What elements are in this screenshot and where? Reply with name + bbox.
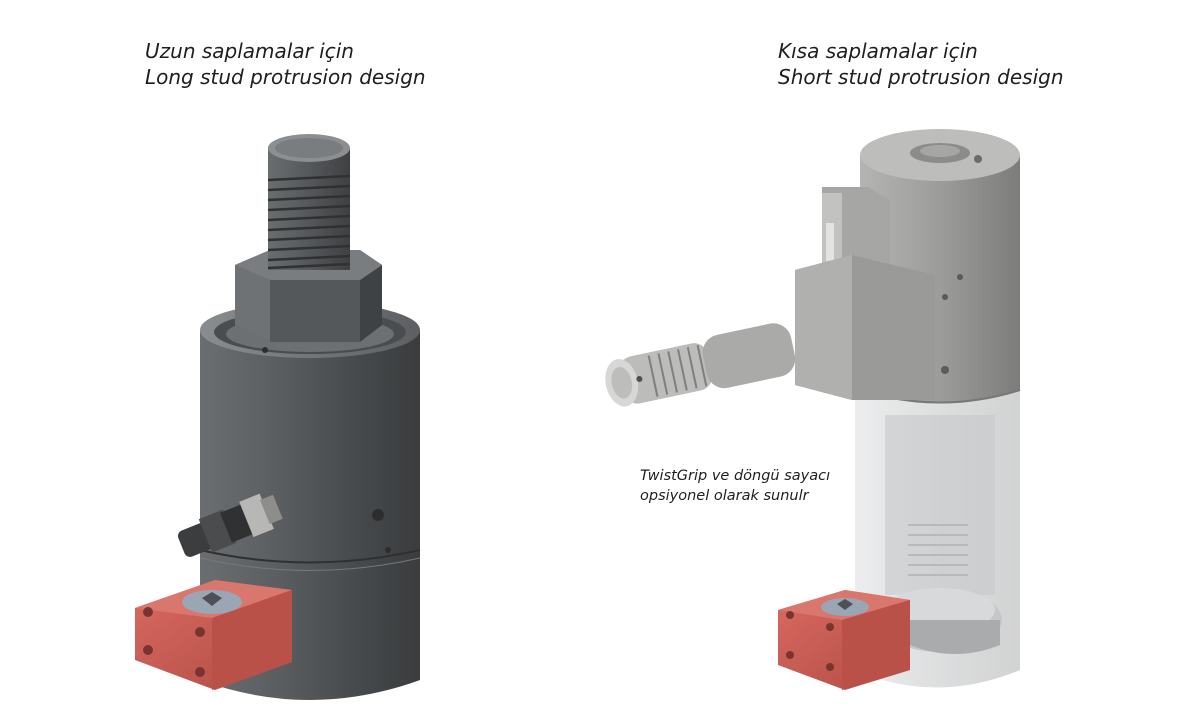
short-stud-caption: Kısa saplamalar için Short stud protrusi… [778, 38, 1064, 90]
short-stud-tensioner-image [605, 129, 1021, 690]
short-stud-caption-en: Short stud protrusion design [778, 65, 1064, 89]
twistgrip-note-line1: TwistGrip ve döngü sayacı [640, 468, 831, 484]
twistgrip-note: TwistGrip ve döngü sayacı opsiyonel olar… [640, 466, 830, 506]
twistgrip-note-line2: opsiyonel olarak sunulr [640, 488, 809, 504]
long-stud-caption-tr: Uzun saplamalar için [145, 39, 354, 63]
short-stud-caption-tr: Kısa saplamalar için [778, 39, 978, 63]
long-stud-caption: Uzun saplamalar için Long stud protrusio… [145, 38, 426, 90]
long-stud-tensioner-image [135, 134, 421, 700]
long-stud-caption-en: Long stud protrusion design [145, 65, 426, 89]
